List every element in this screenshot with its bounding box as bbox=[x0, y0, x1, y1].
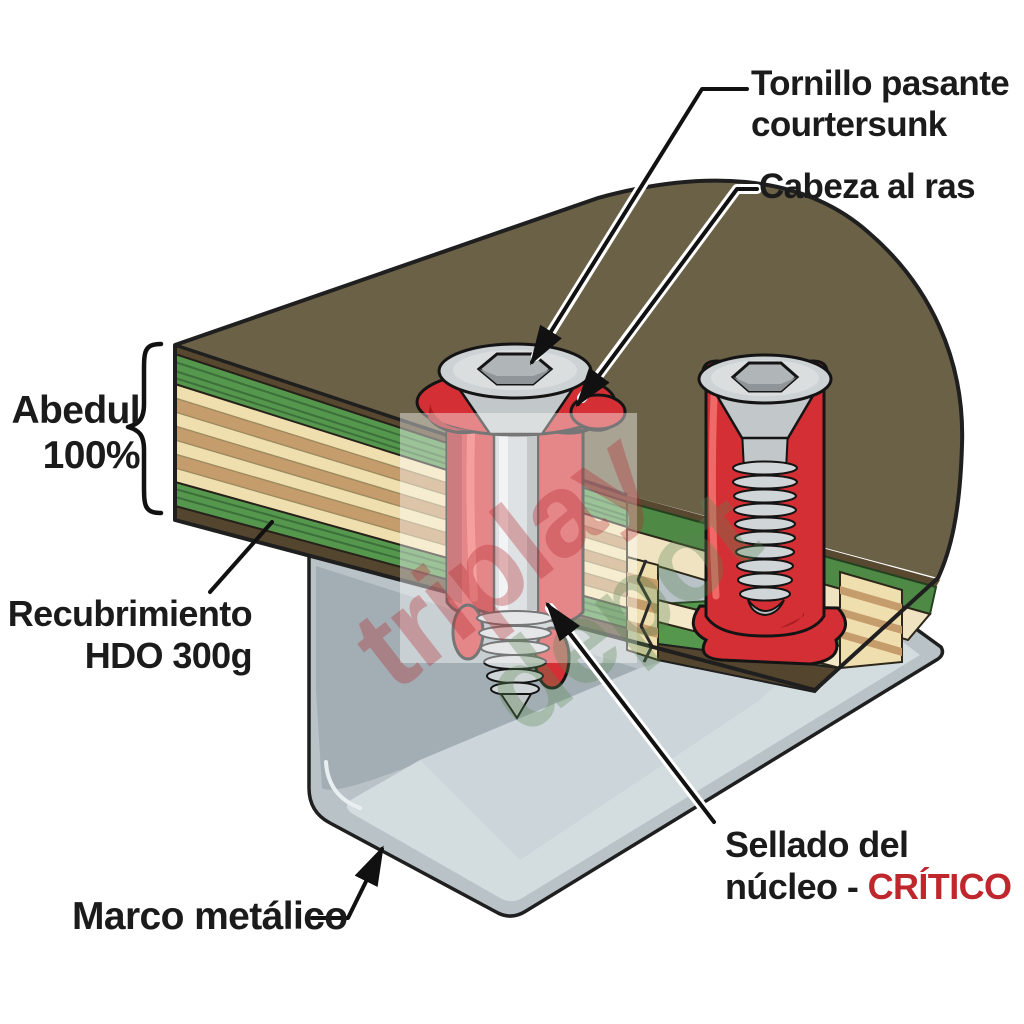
right-screw-threads bbox=[732, 429, 798, 617]
label-birch-line1: Abedul bbox=[11, 389, 140, 432]
label-through-screw: Tornillo pasante courtersunk bbox=[751, 64, 1010, 145]
left-screw-shank-highlight bbox=[499, 420, 508, 610]
right-sleeve-highlight bbox=[708, 392, 720, 600]
label-core-seal-critical: CRÍTICO bbox=[867, 865, 1012, 907]
watermark-backdrop bbox=[400, 413, 637, 663]
core-crack-line bbox=[636, 559, 654, 663]
left-screw-shank-shade bbox=[527, 420, 536, 610]
right-screw-assembly bbox=[691, 353, 847, 666]
label-birch: Abedul 100% bbox=[11, 388, 140, 478]
core-right-stripe-1 bbox=[840, 586, 902, 612]
left-screw-hex-shadow bbox=[479, 369, 551, 384]
label-coating-line2: HDO 300g bbox=[84, 634, 253, 676]
label-core-seal-line2: núcleo - CRÍTICO bbox=[725, 865, 1012, 908]
veneer-seams bbox=[174, 397, 628, 598]
leader-core-seal bbox=[545, 601, 716, 824]
label-metal-frame: Marco metálico bbox=[72, 894, 348, 939]
core-left-stripe-2 bbox=[627, 596, 658, 614]
left-screw-assembly bbox=[415, 342, 627, 720]
leader-lines bbox=[125, 84, 762, 920]
label-flush-head: Cabeza al ras bbox=[759, 167, 976, 208]
layer-seams bbox=[174, 353, 628, 629]
label-birch-line2: 100% bbox=[42, 434, 141, 478]
leader-flush-head bbox=[575, 187, 759, 408]
channel-dark-band bbox=[447, 400, 462, 604]
right-screw-hex-shadow bbox=[733, 377, 797, 391]
leader-through-screw bbox=[529, 87, 749, 366]
core-right-stripe-3 bbox=[840, 630, 902, 656]
label-core-seal-line1: Sellado del bbox=[725, 824, 909, 865]
frame-fillet-highlight bbox=[324, 760, 362, 810]
frame-web-shadow bbox=[316, 566, 648, 790]
core-left-stripe-1 bbox=[627, 572, 658, 590]
birch-brace bbox=[125, 341, 164, 516]
label-coating-line1: Recubrimiento bbox=[7, 593, 253, 634]
label-flush-head-text: Cabeza al ras bbox=[759, 167, 976, 206]
leader-coating bbox=[208, 520, 274, 594]
label-through-screw-line1: Tornillo pasante bbox=[751, 64, 1010, 103]
label-metal-frame-text: Marco metálico bbox=[72, 895, 348, 938]
label-coating: Recubrimiento HDO 300g bbox=[7, 593, 253, 677]
panel-outline bbox=[173, 178, 965, 692]
label-core-seal-line2-prefix: núcleo - bbox=[725, 865, 868, 907]
sealant-ring-shade bbox=[428, 404, 470, 431]
label-through-screw-line2: courtersunk bbox=[751, 104, 947, 144]
leader-metal-frame bbox=[310, 845, 384, 920]
label-core-seal: Sellado del núcleo - CRÍTICO bbox=[725, 824, 1012, 908]
left-screw-tip bbox=[499, 693, 533, 720]
left-screw-threads bbox=[476, 610, 554, 720]
